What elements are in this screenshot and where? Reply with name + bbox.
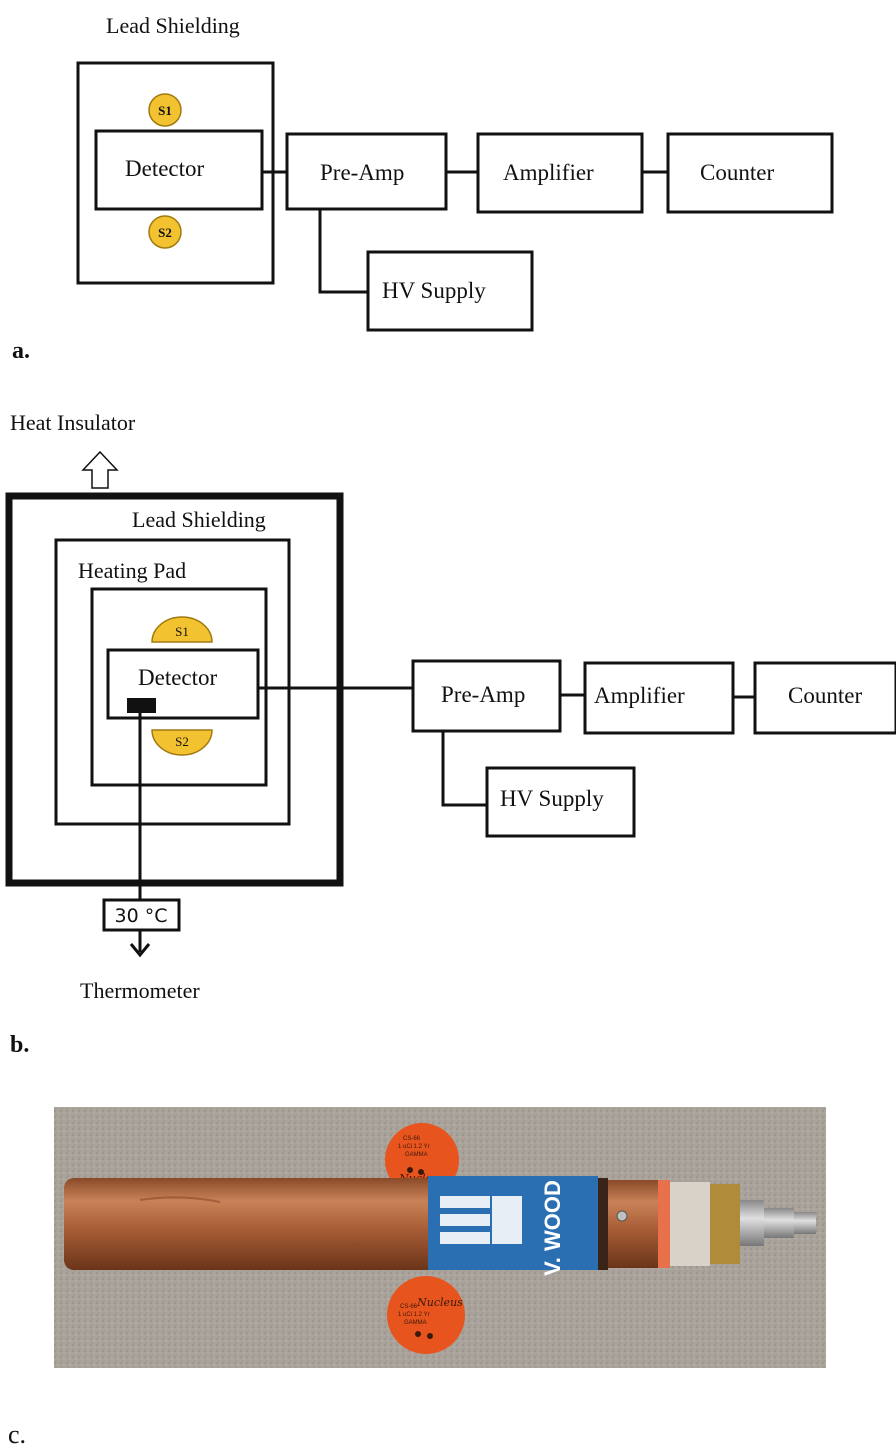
copper-detector-body [64,1178,464,1270]
svg-text:S1: S1 [175,624,189,639]
panel-label-b: b. [10,1032,29,1058]
counter-label-a: Counter [700,160,774,185]
detector-label-a: Detector [125,156,205,181]
svg-text:CS-66: CS-66 [403,1136,421,1142]
svg-text:GAMMA: GAMMA [405,1152,428,1158]
temperature-value: 30 °C [115,905,168,927]
amplifier-label-b: Amplifier [594,683,685,708]
detector-brand-text: V. WOOD [540,1180,565,1276]
panel-b-diagram: Heat Insulator Lead Shielding Heating Pa… [9,410,896,1058]
detector-label-b: Detector [138,665,218,690]
amplifier-label-a: Amplifier [503,160,594,185]
lead-shielding-title-a: Lead Shielding [106,13,240,38]
counter-label-b: Counter [788,683,862,708]
svg-text:S1: S1 [158,103,172,118]
hv-supply-label-a: HV Supply [382,278,486,303]
preamp-hv-wire-a [320,209,368,292]
panel-label-a: a. [12,338,30,364]
source-s2-b: S2 [152,730,212,755]
svg-text:1 uCi 1.2 Yr: 1 uCi 1.2 Yr [398,1312,430,1318]
heating-pad-label: Heating Pad [78,558,186,583]
preamp-hv-wire-b [443,731,487,805]
up-arrow-icon [83,452,117,488]
source-s1-b: S1 [152,617,212,642]
bnc-connector [740,1200,764,1246]
svg-text:S2: S2 [175,734,189,749]
lead-shielding-label-b: Lead Shielding [132,507,266,532]
svg-text:1 uCi 1.2 Yr: 1 uCi 1.2 Yr [398,1144,430,1150]
preamp-label-b: Pre-Amp [441,682,525,707]
preamp-label-a: Pre-Amp [320,160,404,185]
heat-insulator-label: Heat Insulator [10,410,136,435]
source-s2-a: S2 [149,216,181,248]
panel-c-photo: CS-66 1 uCi 1.2 Yr GAMMA Nucleus CS-66 1… [8,1107,826,1448]
panel-a-diagram: Lead Shielding Detector S1 S2 Pre-Amp Am… [12,13,832,364]
source-s1-a: S1 [149,94,181,126]
thermocouple-probe [127,698,156,713]
svg-text:GAMMA: GAMMA [404,1320,427,1326]
svg-text:Nucleus: Nucleus [416,1296,463,1309]
thermometer-label: Thermometer [80,978,200,1003]
hv-supply-label-b: HV Supply [500,786,604,811]
svg-text:S2: S2 [158,225,172,240]
panel-label-c: c. [8,1420,26,1448]
svg-text:CS-66: CS-66 [400,1304,418,1310]
source-disc-bottom: CS-66 1 uCi 1.2 Yr GAMMA Nucleus [387,1276,465,1354]
